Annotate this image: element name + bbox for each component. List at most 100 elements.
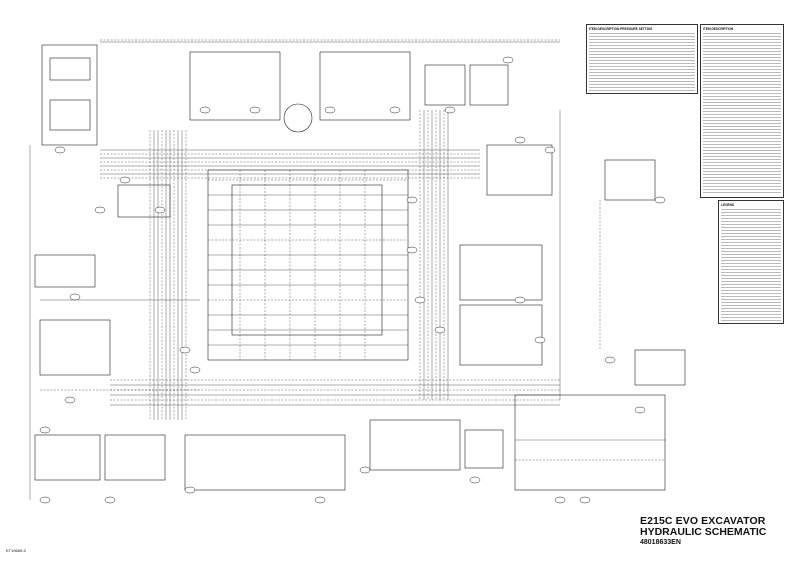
table-row — [721, 224, 781, 225]
table-row — [703, 102, 781, 103]
table-row — [703, 120, 781, 121]
table-row — [721, 218, 781, 219]
table-row — [721, 245, 781, 246]
valve-block-left — [189, 51, 281, 121]
table-row — [703, 180, 781, 181]
table-row — [703, 147, 781, 148]
table-row — [703, 150, 781, 151]
table-row — [721, 308, 781, 309]
table-row — [721, 299, 781, 300]
table-row — [589, 90, 695, 91]
component-tag — [154, 206, 166, 214]
table-row — [589, 60, 695, 61]
title-block: E215C EVO EXCAVATOR HYDRAULIC SCHEMATIC … — [640, 515, 790, 546]
table-row — [721, 293, 781, 294]
boom-module — [424, 64, 466, 106]
travel-module — [459, 244, 543, 301]
table-row — [589, 78, 695, 79]
table-row — [589, 81, 695, 82]
component-tag — [534, 336, 546, 344]
arm-module — [486, 144, 553, 196]
table-row — [589, 75, 695, 76]
table-row — [703, 189, 781, 190]
component-tag — [314, 496, 326, 504]
table-row — [721, 284, 781, 285]
component-tag — [39, 426, 51, 434]
table-row — [703, 36, 781, 37]
table-row — [703, 171, 781, 172]
table-row — [721, 242, 781, 243]
table-row — [703, 60, 781, 61]
swing-motor-circle — [283, 103, 313, 133]
table-row — [703, 48, 781, 49]
table-row — [721, 269, 781, 270]
table-row — [703, 90, 781, 91]
table-row — [703, 63, 781, 64]
table-row — [703, 69, 781, 70]
pressure-setting-table: ITEM DESCRIPTION PRESSURE SETTING — [586, 24, 698, 94]
component-tag — [514, 136, 526, 144]
sheet-title-line-1: E215C EVO EXCAVATOR — [640, 515, 766, 527]
component-tag — [179, 346, 191, 354]
pressure-table-header: ITEM DESCRIPTION PRESSURE SETTING — [589, 27, 653, 31]
table-row — [703, 162, 781, 163]
table-row — [721, 263, 781, 264]
table-row — [721, 230, 781, 231]
table-row — [721, 227, 781, 228]
component-tag — [604, 356, 616, 364]
component-tag — [502, 56, 514, 64]
table-row — [721, 236, 781, 237]
table-row — [721, 212, 781, 213]
table-row — [589, 57, 695, 58]
table-row — [721, 239, 781, 240]
left-module-3 — [39, 319, 111, 376]
component-tag — [64, 396, 76, 404]
table-row — [703, 105, 781, 106]
table-row — [703, 81, 781, 82]
table-row — [703, 111, 781, 112]
table-row — [703, 186, 781, 187]
table-row — [703, 135, 781, 136]
table-row — [721, 221, 781, 222]
table-row — [703, 45, 781, 46]
table-row — [721, 275, 781, 276]
table-row — [703, 72, 781, 73]
component-tag — [654, 196, 666, 204]
table-row — [721, 302, 781, 303]
component-tag — [104, 496, 116, 504]
table-row — [589, 51, 695, 52]
table-row — [721, 251, 781, 252]
main-control-inner — [231, 184, 383, 336]
component-tag — [94, 206, 106, 214]
table-row — [721, 248, 781, 249]
table-row — [703, 132, 781, 133]
bottom-module-2 — [104, 434, 166, 481]
table-row — [703, 108, 781, 109]
table-row — [721, 320, 781, 321]
right-small-block — [634, 349, 686, 386]
component-tag — [514, 296, 526, 304]
table-row — [721, 278, 781, 279]
travel-motor-block — [514, 394, 666, 491]
table-row — [721, 287, 781, 288]
table-row — [721, 314, 781, 315]
table-row — [703, 159, 781, 160]
table-row — [721, 260, 781, 261]
valve-block-right — [319, 51, 411, 121]
component-tag — [54, 146, 66, 154]
component-tag — [199, 106, 211, 114]
table-row — [703, 177, 781, 178]
component-tag — [406, 246, 418, 254]
component-tag — [359, 466, 371, 474]
bottom-module-4 — [369, 419, 461, 471]
component-tag — [434, 326, 446, 334]
item-table-header: ITEM DESCRIPTION — [703, 27, 734, 31]
table-row — [703, 153, 781, 154]
table-row — [703, 144, 781, 145]
table-row — [703, 168, 781, 169]
component-tag — [119, 176, 131, 184]
table-row — [589, 36, 695, 37]
table-row — [721, 317, 781, 318]
component-tag — [579, 496, 591, 504]
